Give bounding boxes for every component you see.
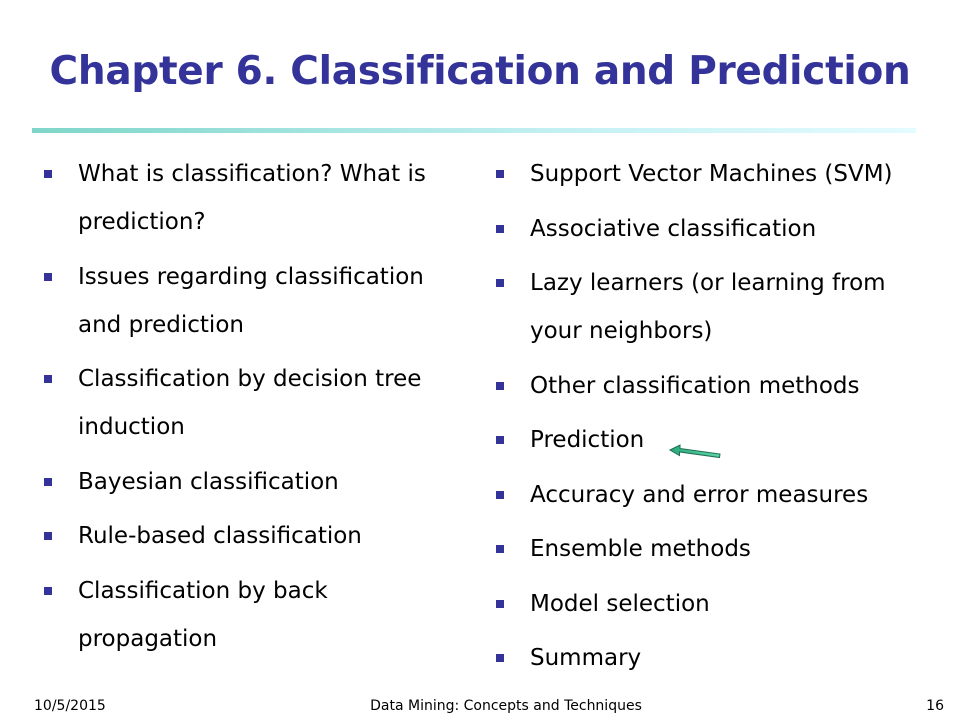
square-bullet-icon: [496, 545, 504, 553]
square-bullet-icon: [44, 272, 52, 281]
bullet-text: Issues regarding classification and pred…: [78, 263, 424, 338]
bullet-text: Model selection: [530, 590, 710, 617]
square-bullet-icon: [44, 375, 52, 383]
list-item: Other classification methods: [492, 362, 932, 410]
list-item: Lazy learners (or learning from your nei…: [492, 259, 932, 355]
list-item: Summary: [492, 634, 932, 682]
list-item: Bayesian classification: [40, 458, 460, 506]
list-item: Classification by decision tree inductio…: [40, 355, 460, 451]
square-bullet-icon: [44, 586, 52, 595]
list-item: Classification by back propagation: [40, 567, 460, 663]
bullet-text: Rule-based classification: [78, 523, 362, 549]
arrow-left-icon: [668, 444, 721, 459]
list-item: Model selection: [492, 580, 932, 628]
bullet-text: Other classification methods: [530, 372, 860, 399]
left-bullet-list: What is classification? What is predicti…: [40, 150, 460, 669]
bullet-text: Summary: [530, 645, 642, 671]
bullet-text: Associative classification: [530, 215, 817, 242]
list-item: What is classification? What is predicti…: [40, 150, 460, 246]
square-bullet-icon: [496, 490, 504, 499]
bullet-text: Classification by decision tree inductio…: [78, 366, 422, 440]
square-bullet-icon: [496, 436, 504, 444]
right-bullet-list: Support Vector Machines (SVM) Associativ…: [492, 150, 932, 689]
page-number: 16: [926, 698, 944, 714]
list-item: Associative classification: [492, 205, 932, 253]
square-bullet-icon: [44, 170, 52, 178]
list-item: Issues regarding classification and pred…: [40, 253, 460, 349]
bullet-text: Bayesian classification: [78, 468, 339, 495]
square-bullet-icon: [496, 381, 504, 390]
list-item: Ensemble methods: [492, 525, 932, 573]
slide-title: Chapter 6. Classification and Prediction: [49, 49, 911, 94]
list-item: Support Vector Machines (SVM): [492, 150, 932, 198]
square-bullet-icon: [496, 170, 504, 178]
bullet-text: Ensemble methods: [530, 536, 751, 562]
list-item: Rule-based classification: [40, 512, 460, 560]
square-bullet-icon: [496, 279, 504, 287]
list-item: Accuracy and error measures: [492, 471, 932, 519]
bullet-text: Prediction: [530, 427, 645, 453]
square-bullet-icon: [496, 224, 504, 233]
square-bullet-icon: [44, 532, 52, 540]
bullet-text: Lazy learners (or learning from your nei…: [530, 270, 886, 344]
footer-title: Data Mining: Concepts and Techniques: [370, 698, 642, 714]
square-bullet-icon: [496, 654, 504, 662]
bullet-text: Classification by back propagation: [78, 577, 328, 652]
footer-date: 10/5/2015: [34, 698, 106, 714]
title-divider: [32, 128, 916, 133]
bullet-text: What is classification? What is predicti…: [78, 161, 426, 235]
square-bullet-icon: [44, 477, 52, 486]
bullet-text: Accuracy and error measures: [530, 481, 869, 508]
square-bullet-icon: [496, 599, 504, 608]
list-item: Prediction: [492, 416, 932, 464]
bullet-text: Support Vector Machines (SVM): [530, 161, 893, 187]
